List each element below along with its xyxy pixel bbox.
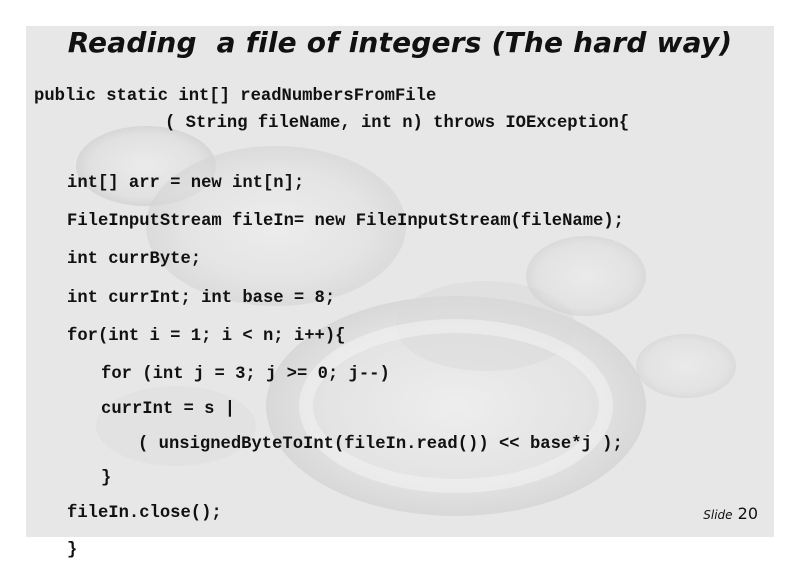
slide: Reading a file of integers (The hard way… [26,26,774,537]
code-line: } [101,469,112,488]
code-line: FileInputStream fileIn= new FileInputStr… [67,212,624,231]
code-line: int currInt; int base = 8; [67,289,336,308]
code-line: for (int j = 3; j >= 0; j--) [101,365,390,384]
code-line: for(int i = 1; i < n; i++){ [67,327,346,346]
code-line: ( unsignedByteToInt(fileIn.read()) << ba… [138,435,623,454]
code-line: public static int[] readNumbersFromFile [34,87,437,106]
code-line: ( String fileName, int n) throws IOExcep… [165,114,630,133]
background-swirl-graphic [76,126,736,516]
slide-title: Reading a file of integers (The hard way… [67,26,733,59]
code-line: int currByte; [67,250,202,269]
code-line-closing-brace: } [67,541,78,560]
code-line: fileIn.close(); [67,504,222,523]
code-line: int[] arr = new int[n]; [67,174,305,193]
slide-number: Slide 20 [703,504,758,523]
code-line: currInt = s | [101,400,236,419]
slide-number-value: 20 [737,504,758,523]
slide-number-label: Slide [703,508,733,522]
